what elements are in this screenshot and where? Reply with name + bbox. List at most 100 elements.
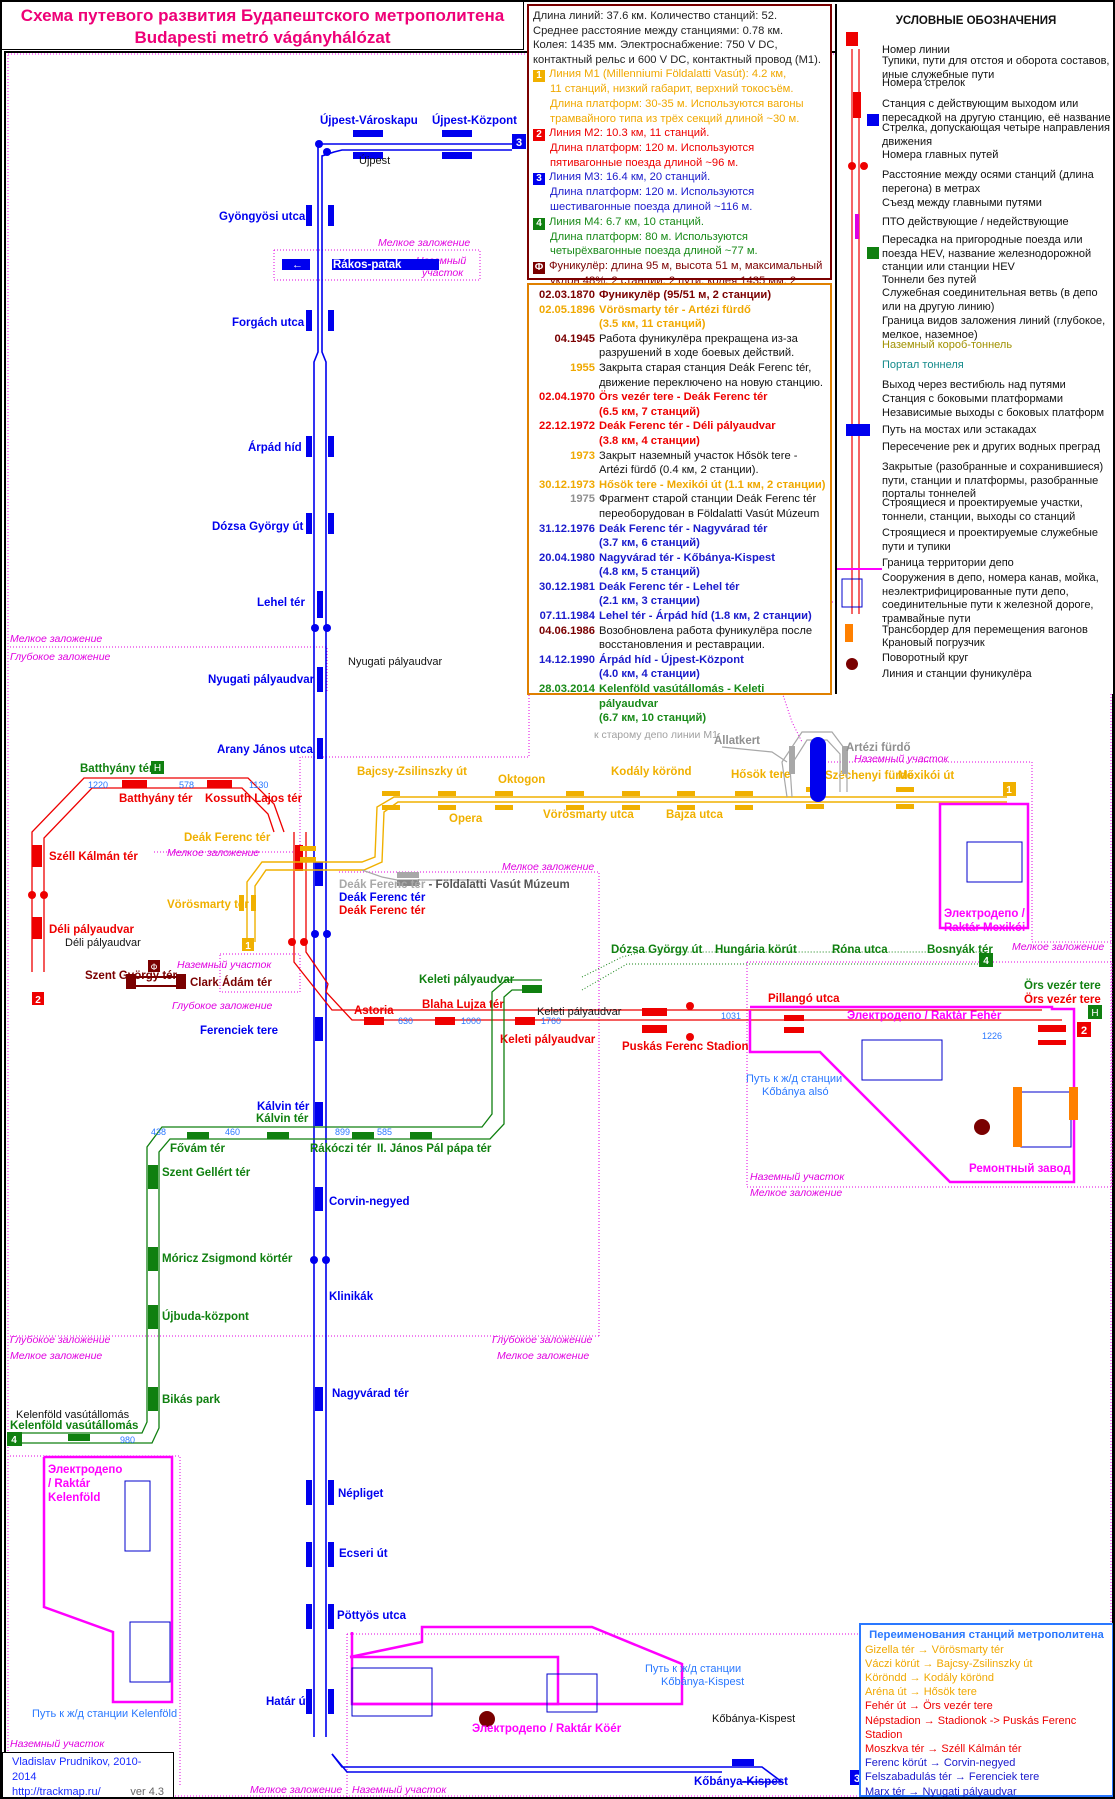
svg-text:4: 4 [983, 956, 989, 967]
station-szent-gyorgy-ter: Szent György tér [85, 970, 178, 982]
svg-text:Мелкое заложение: Мелкое заложение [10, 1350, 102, 1362]
m2-badge-icon: 2 [533, 129, 545, 142]
history-text: Lehel tér - Árpád híd (1.8 км, 2 станции… [599, 610, 812, 623]
history-date: 28.03.2014 [539, 683, 595, 696]
station-ujpest-varoskapu: Újpest-Városkapu [320, 114, 418, 127]
station-blaha-lujza-ter: Blaha Lujza tér [422, 999, 504, 1011]
legend-item: Номера главных путей [882, 149, 999, 161]
legend-item: Съезд между главными путями [882, 197, 1042, 209]
svg-text:1: 1 [245, 941, 251, 952]
credits-site-link[interactable]: http://trackmap.ru/ [12, 1786, 101, 1798]
svg-text:/ Raktár: / Raktár [48, 1478, 91, 1490]
svg-text:H: H [154, 763, 161, 774]
m1-badge-icon: 1 [533, 70, 545, 83]
svg-text:460: 460 [225, 1127, 240, 1137]
history-text: Vörösmarty tér - Artézi fürdő(3.5 км, 11… [599, 303, 751, 331]
svg-text:578: 578 [179, 780, 194, 790]
legend-item: Тоннели без путей [882, 274, 977, 286]
station-lehel-ter: Lehel tér [257, 597, 305, 609]
turntable-icon [974, 1119, 990, 1135]
history-text: Hősök tere - Mexikói út (1.1 км, 2 станц… [599, 478, 826, 491]
svg-text:Мелкое заложение: Мелкое заложение [750, 1187, 842, 1199]
depot-buildings [124, 841, 1072, 1717]
history-date: 1975 [570, 493, 595, 506]
history-text: Örs vezér tere - Deák Ferenc tér(6.5 км,… [599, 391, 768, 418]
station-deak-m3: Deák Ferenc tér [339, 892, 426, 904]
m2-line-badge-west [32, 992, 44, 1005]
svg-text:Путь к ж/д станции Kelenföld: Путь к ж/д станции Kelenföld [32, 1708, 177, 1720]
station-allatkert: Állatkert [714, 734, 760, 747]
history-date: 30.12.1981 [539, 580, 595, 593]
station-vorosmarty-utca: Vörösmarty utca [543, 809, 634, 821]
svg-text:1760: 1760 [541, 1016, 561, 1026]
history-date: 1955 [570, 361, 595, 374]
station-bajcsy-zsilinszky: Bajcsy-Zsilinszky út [357, 766, 467, 778]
svg-text:Электродепо / Raktár Köér: Электродепо / Raktár Köér [472, 1723, 622, 1735]
turntable-icon-koer [479, 1711, 495, 1727]
legend-item: Номера стрелок [882, 77, 965, 89]
museum-platform [397, 872, 419, 878]
legend-item: Служебная соединительная ветвь (в депо и… [882, 287, 1098, 313]
legend-item: Пересечение рек и других водных преград [882, 441, 1101, 453]
svg-text:Мелкое заложение: Мелкое заложение [1012, 941, 1104, 953]
rename-item: Gizella tér → Vörösmarty tér [865, 1643, 1004, 1656]
station-batthyany-ter: Batthyány tér [119, 793, 193, 805]
history-text: Deák Ferenc tér - Déli pályaudvar(3.8 км… [599, 420, 776, 447]
legend-item: ПТО действующие / недействующие [882, 216, 1069, 228]
legend-item: Линия и станции фуникулёра [882, 668, 1032, 680]
legend-item: Граница территории депо [882, 557, 1014, 569]
legend-title: УСЛОВНЫЕ ОБОЗНАЧЕНИЯ [895, 15, 1057, 27]
legend-item: Пересадка на пригородные поезда или поез… [882, 234, 1092, 273]
network-info-panel: Длина линий: 37.6 км. Количество станций… [527, 4, 832, 301]
legend-item: Стрелка, допускающая четыре направления … [882, 122, 1110, 148]
legend-item: Путь на мостах или эстакадах [882, 424, 1037, 436]
legend-item: Строящиеся и проектируемые служебные пут… [882, 527, 1099, 553]
rail-link-labels: Путь к ж/д станции Kőbánya alsó Путь к ж… [32, 1073, 842, 1720]
svg-text:1130: 1130 [249, 780, 268, 790]
svg-text:Наземный участок: Наземный участок [177, 959, 272, 971]
title-hungarian: Budapesti metró vágányhálózat [134, 28, 391, 47]
svg-text:Наземный участок: Наземный участок [750, 1171, 845, 1183]
station-nagyvarad-ter: Nagyvárad tér [332, 1388, 409, 1400]
m3-platforms [282, 130, 754, 1766]
station-planned-dozsa: Dózsa György út [611, 944, 703, 956]
museum-label: Deák Ferenc tér - Földalatti Vasút Múzeu… [339, 879, 570, 891]
svg-text:Kőbánya-Kispest: Kőbánya-Kispest [661, 1676, 744, 1688]
history-date: 02.04.1970 [539, 391, 595, 404]
station-ecseri-ut: Ecseri út [339, 1548, 388, 1560]
history-date: 14.12.1990 [539, 653, 595, 666]
river-label: Rákos-patak [333, 259, 402, 271]
svg-text:1220: 1220 [88, 780, 108, 790]
rename-item: Marx tér → Nyugati pályaudvar [865, 1785, 1017, 1798]
history-date: 02.03.1870 [539, 289, 595, 301]
hev-badge-batthyany [151, 761, 164, 774]
m4-line-badge-east [979, 953, 993, 967]
station-pottyos-utca: Pöttyös utca [337, 1610, 407, 1622]
svg-text:3: 3 [854, 1773, 860, 1785]
station-ors-vezer-tere: Örs vezér tere [1024, 993, 1101, 1006]
svg-text:Мелкое заложение: Мелкое заложение [378, 237, 470, 249]
funicular-badge-icon: Ф [533, 261, 545, 274]
funicular-station-labels: Szent György tér Clark Ádám tér [85, 970, 272, 989]
legend-item: Станция с боковыми платформами [882, 393, 1064, 405]
rename-item: Köröndd → Kodály körönd [865, 1672, 995, 1684]
svg-text:Путь к ж/д станции: Путь к ж/д станции [746, 1073, 842, 1085]
rename-item: Moszkva tér → Széll Kálmán tér [865, 1743, 1022, 1756]
station-kalvin-m4: Kálvin tér [256, 1113, 309, 1125]
history-date: 31.12.1976 [539, 522, 595, 535]
history-date: 20.04.1980 [539, 551, 595, 564]
svg-text:Глубокое заложение: Глубокое заложение [172, 1000, 273, 1012]
m2-station-labels: Széll Kálmán tér Batthyány tér Kossuth L… [49, 793, 1101, 1053]
